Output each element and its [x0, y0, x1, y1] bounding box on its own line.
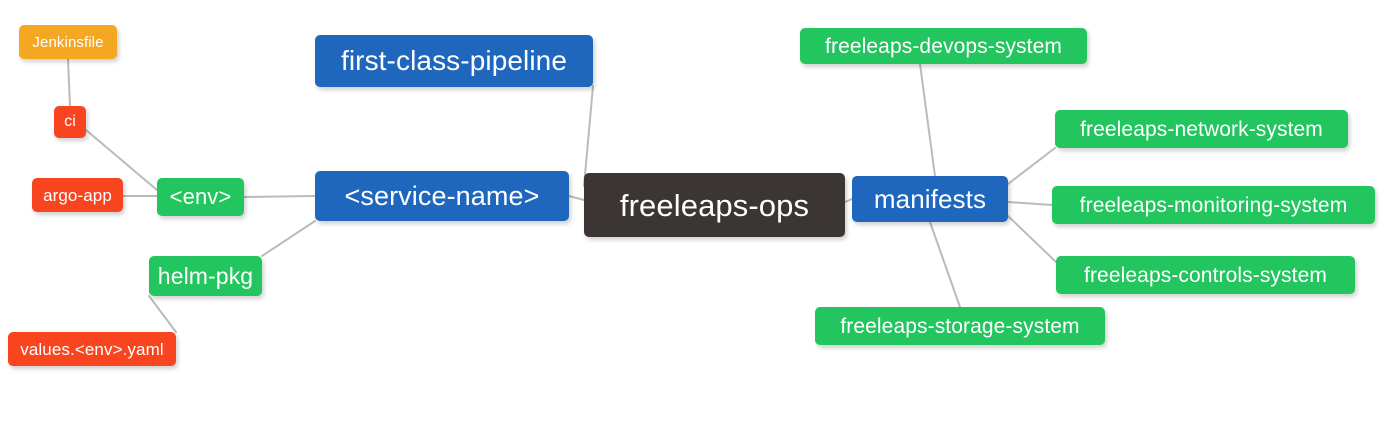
- node-first-class-pipeline[interactable]: first-class-pipeline: [315, 35, 593, 87]
- node-label-manifests: manifests: [873, 184, 987, 214]
- node-label-freeleaps-ops: freeleaps-ops: [619, 187, 810, 223]
- node-label-ci: ci: [64, 113, 76, 130]
- node-env[interactable]: <env>: [157, 178, 244, 216]
- node-freeleaps-controls-system[interactable]: freeleaps-controls-system: [1056, 256, 1355, 294]
- edge-service-name-to-helm-pkg: [261, 220, 316, 257]
- edge-freeleaps-ops-to-first-class-pipeline: [583, 85, 594, 187]
- node-manifests[interactable]: manifests: [852, 176, 1008, 222]
- node-freeleaps-devops-system[interactable]: freeleaps-devops-system: [800, 28, 1087, 64]
- node-label-values-env-yaml: values.<env>.yaml: [20, 339, 164, 359]
- node-helm-pkg[interactable]: helm-pkg: [149, 256, 262, 296]
- node-ci[interactable]: ci: [54, 106, 86, 138]
- node-label-argo-app: argo-app: [43, 185, 112, 205]
- edge-ci-to-jenkinsfile: [67, 58, 71, 107]
- node-freeleaps-monitoring-system[interactable]: freeleaps-monitoring-system: [1052, 186, 1375, 224]
- node-label-freeleaps-network-system: freeleaps-network-system: [1080, 117, 1323, 141]
- node-label-service-name: <service-name>: [344, 180, 540, 211]
- edge-manifests-to-freeleaps-devops-system: [919, 63, 936, 177]
- edge-freeleaps-ops-to-manifests: [844, 198, 853, 203]
- edge-manifests-to-freeleaps-storage-system: [929, 221, 961, 308]
- edge-manifests-to-freeleaps-monitoring-system: [1007, 201, 1053, 206]
- edge-service-name-to-env: [243, 195, 316, 198]
- node-freeleaps-ops[interactable]: freeleaps-ops: [584, 173, 845, 237]
- edge-helm-pkg-to-values-env-yaml: [148, 295, 177, 333]
- node-label-freeleaps-controls-system: freeleaps-controls-system: [1084, 263, 1327, 287]
- node-label-freeleaps-storage-system: freeleaps-storage-system: [840, 314, 1080, 338]
- node-argo-app[interactable]: argo-app: [32, 178, 123, 212]
- node-label-jenkinsfile: Jenkinsfile: [32, 33, 104, 51]
- node-label-first-class-pipeline: first-class-pipeline: [340, 45, 568, 76]
- edge-manifests-to-freeleaps-network-system: [1007, 147, 1056, 185]
- node-service-name[interactable]: <service-name>: [315, 171, 569, 221]
- edge-freeleaps-ops-to-service-name: [568, 195, 585, 201]
- node-label-helm-pkg: helm-pkg: [157, 262, 254, 289]
- node-freeleaps-storage-system[interactable]: freeleaps-storage-system: [815, 307, 1105, 345]
- edge-manifests-to-freeleaps-controls-system: [1007, 215, 1057, 263]
- node-freeleaps-network-system[interactable]: freeleaps-network-system: [1055, 110, 1348, 148]
- node-label-env: <env>: [169, 184, 232, 209]
- node-label-freeleaps-devops-system: freeleaps-devops-system: [825, 34, 1062, 58]
- node-jenkinsfile[interactable]: Jenkinsfile: [19, 25, 117, 59]
- node-values-env-yaml[interactable]: values.<env>.yaml: [8, 332, 176, 366]
- node-label-freeleaps-monitoring-system: freeleaps-monitoring-system: [1079, 193, 1348, 217]
